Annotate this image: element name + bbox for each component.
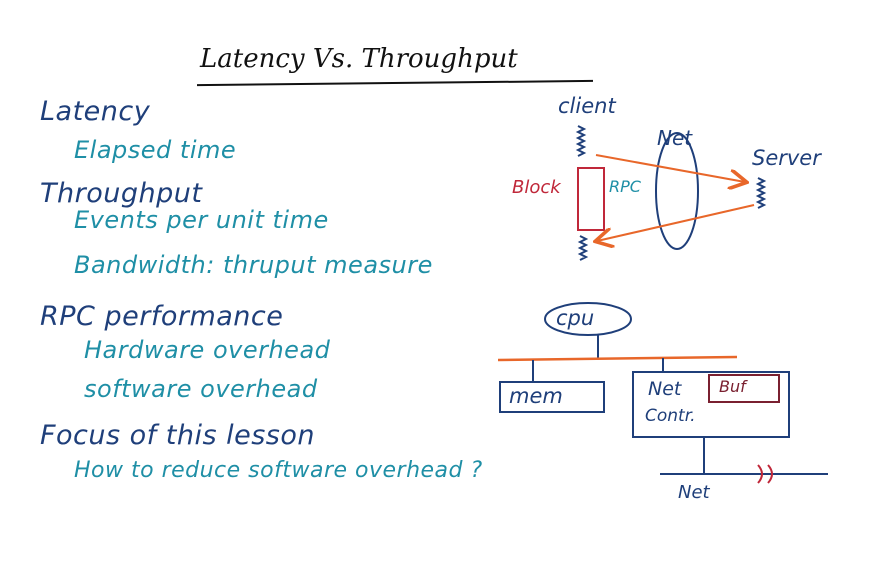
note-rpc-performance: RPC performance	[40, 301, 284, 332]
note-elapsed-time: Elapsed time	[74, 136, 237, 164]
net-label-top: Net	[657, 126, 693, 150]
net-contr-box	[632, 371, 790, 438]
cpu-label: cpu	[556, 306, 595, 330]
system-bus	[497, 355, 738, 362]
client-label: client	[558, 94, 616, 118]
rpc-label: RPC	[609, 177, 641, 196]
mem-label: mem	[509, 384, 563, 408]
note-focus: Focus of this lesson	[40, 420, 315, 451]
hardware-diagram	[497, 302, 828, 484]
note-bandwidth: Bandwidth: thruput measure	[74, 251, 433, 279]
contr-label: Contr.	[645, 406, 696, 426]
note-events-per-unit-time: Events per unit time	[74, 206, 329, 234]
rpc-diagram	[575, 125, 767, 261]
note-hardware-overhead: Hardware overhead	[84, 336, 331, 364]
rpc-request-arrow	[595, 154, 745, 182]
server-process-squiggle	[755, 177, 767, 209]
net-contr-label: Net	[648, 378, 682, 400]
note-question: How to reduce software overhead ?	[74, 458, 483, 483]
block-label: Block	[512, 177, 561, 198]
page-title: Latency Vs. Throughput	[200, 44, 518, 74]
cpu-ellipse	[544, 302, 632, 336]
buf-label: Buf	[719, 377, 746, 396]
rpc-reply-arrow	[597, 204, 755, 241]
note-software-overhead: software overhead	[84, 375, 318, 403]
network-continuation-icon	[757, 464, 773, 484]
block-rect	[577, 167, 605, 231]
net-ellipse	[655, 132, 699, 250]
client-process-squiggle	[575, 125, 587, 157]
server-label: Server	[752, 146, 821, 170]
mem-box	[499, 381, 605, 413]
net-label-bottom: Net	[678, 482, 710, 503]
note-latency: Latency	[40, 96, 151, 127]
note-throughput: Throughput	[40, 178, 203, 209]
client-return-squiggle	[577, 235, 589, 261]
buf-box	[708, 374, 780, 403]
